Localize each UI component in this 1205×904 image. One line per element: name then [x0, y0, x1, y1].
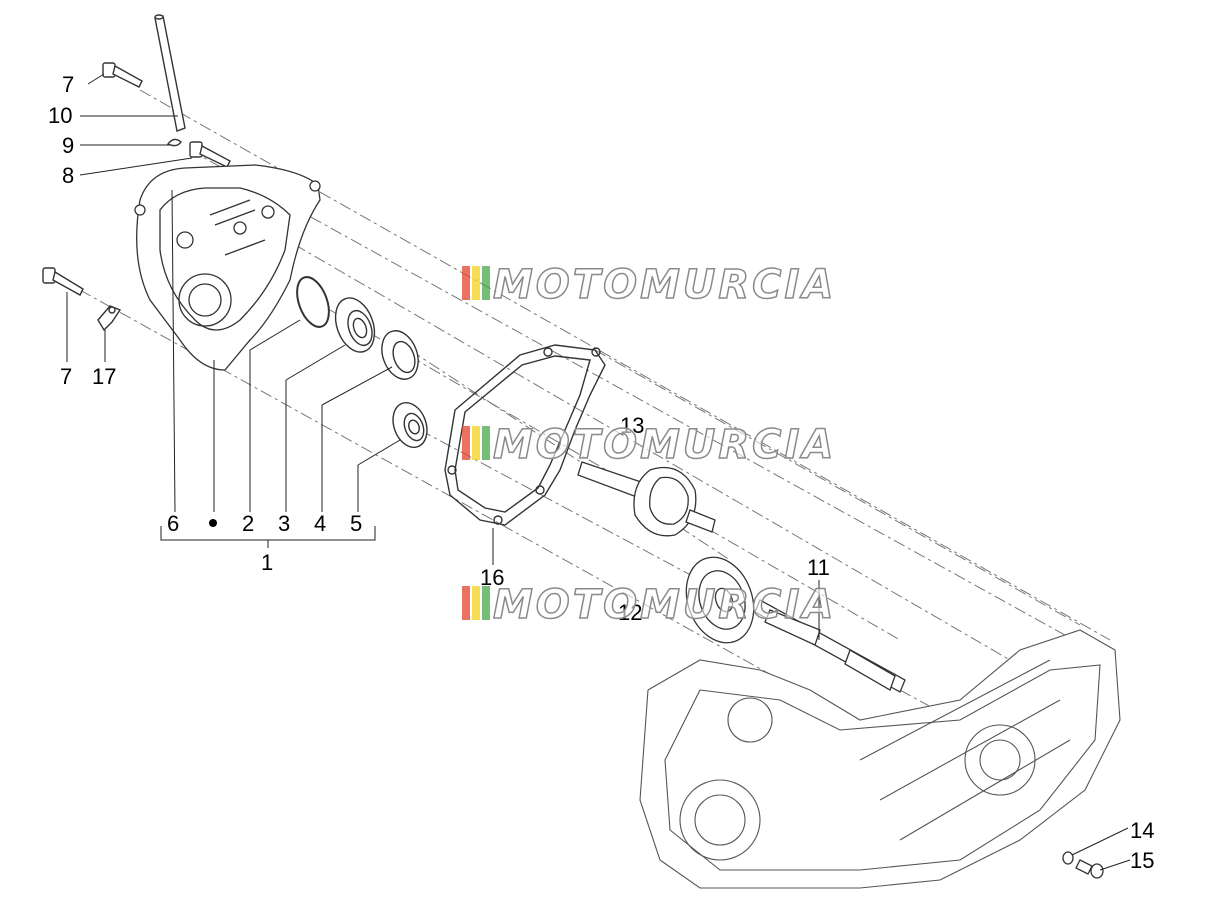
watermark-text-1: MOTOMURCIA — [493, 262, 836, 308]
callout-labels: 7 10 9 8 7 17 6 2 3 4 5 1 13 16 12 11 14… — [48, 72, 1154, 873]
watermark-2: MOTOMURCIA — [462, 421, 836, 469]
part-2-circlip — [296, 276, 330, 328]
callout-13: 13 — [620, 413, 644, 438]
callout-7-upper: 7 — [62, 72, 74, 97]
callout-3: 3 — [278, 511, 290, 536]
callout-15: 15 — [1130, 848, 1154, 873]
callout-9: 9 — [62, 133, 74, 158]
part-4-seal — [381, 330, 419, 380]
callout-10: 10 — [48, 103, 72, 128]
part-10-tube — [154, 14, 186, 132]
callout-17: 17 — [92, 364, 116, 389]
part-16-gasket — [444, 344, 606, 526]
part-15-screw — [1075, 859, 1104, 879]
callout-8: 8 — [62, 163, 74, 188]
part-5-bearing — [392, 402, 428, 448]
callout-2: 2 — [242, 511, 254, 536]
callout-14: 14 — [1130, 818, 1154, 843]
part-17-bracket — [97, 305, 122, 332]
part-7-bolt-upper — [102, 62, 143, 88]
part-crankcase — [639, 629, 1121, 889]
part-3-bearing — [334, 297, 376, 353]
callout-16: 16 — [480, 565, 504, 590]
watermark-3: MOTOMURCIA — [462, 581, 836, 629]
part-13-gear-shaft — [577, 461, 716, 537]
callout-12: 12 — [618, 600, 642, 625]
callout-4: 4 — [314, 511, 326, 536]
part-14-washer — [1062, 851, 1074, 865]
bullet-dot — [209, 519, 217, 527]
leader-lines — [66, 73, 1131, 871]
part-8-bolt — [189, 141, 231, 168]
callout-11: 11 — [807, 555, 830, 580]
watermark-1: MOTOMURCIA — [462, 261, 836, 309]
part-9-clip — [166, 138, 182, 147]
part-11-main-shaft — [754, 599, 906, 693]
part-transmission-cover — [134, 164, 321, 371]
watermark-text-3: MOTOMURCIA — [493, 582, 836, 628]
callout-5: 5 — [350, 511, 362, 536]
watermark-text-2: MOTOMURCIA — [493, 422, 836, 468]
callout-7-lower: 7 — [60, 364, 72, 389]
callout-6: 6 — [167, 511, 179, 536]
part-7-bolt-lower — [42, 267, 84, 296]
callout-1: 1 — [261, 550, 273, 575]
part-12-gear — [685, 556, 755, 644]
